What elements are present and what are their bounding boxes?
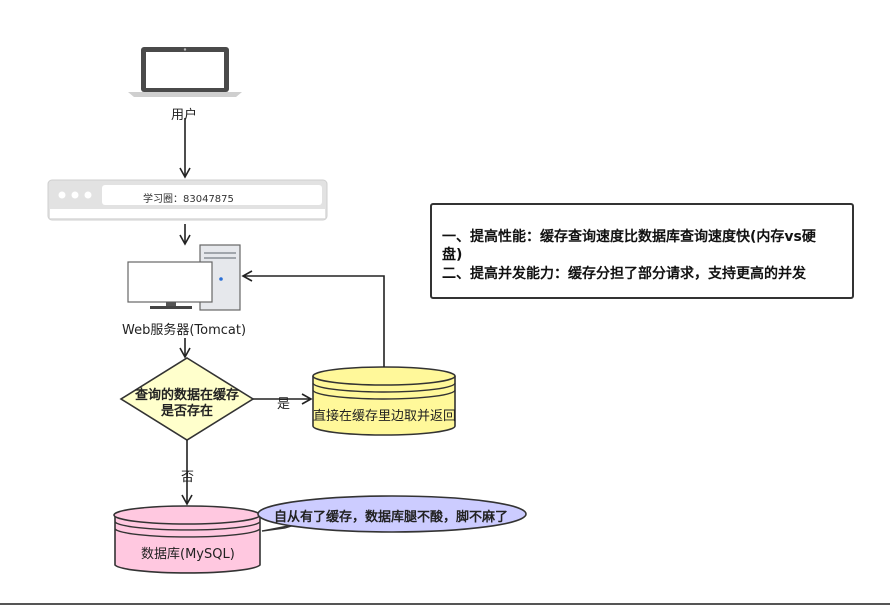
web-server-label: Web服务器(Tomcat): [122, 323, 247, 338]
edge-no-label: 否: [181, 470, 195, 485]
cache-cylinder: [312, 366, 456, 436]
edge-yes-label: 是: [277, 397, 291, 412]
note-line-1: 一、提高性能：缓存查询速度比数据库查询速度快(内存vs硬: [442, 229, 816, 245]
laptop-icon: [128, 47, 242, 97]
callout-text: 自从有了缓存，数据库腿不酸，脚不麻了: [274, 510, 509, 525]
decision-label-line1: 查询的数据在缓存: [135, 388, 240, 403]
callout-bubble: [257, 495, 527, 533]
decision-label-line2: 是否存在: [161, 404, 214, 419]
database-cylinder: [113, 505, 261, 574]
server-computer-icon: [127, 244, 241, 311]
cache-label: 直接在缓存里边取并返回: [313, 409, 457, 424]
note-box: 一、提高性能：缓存查询速度比数据库查询速度快(内存vs硬 盘) 二、提高并发能力…: [430, 203, 854, 299]
note-line-3: 二、提高并发能力：缓存分担了部分请求，支持更高的并发: [442, 266, 806, 282]
database-label: 数据库(MySQL): [141, 547, 235, 562]
browser-window-icon: [47, 179, 328, 221]
browser-address-text: 学习圈：83047875: [143, 194, 234, 205]
user-label: 用户: [171, 108, 198, 123]
edge-cache-return-to-server: [241, 270, 385, 367]
note-line-2: 盘): [442, 247, 463, 263]
